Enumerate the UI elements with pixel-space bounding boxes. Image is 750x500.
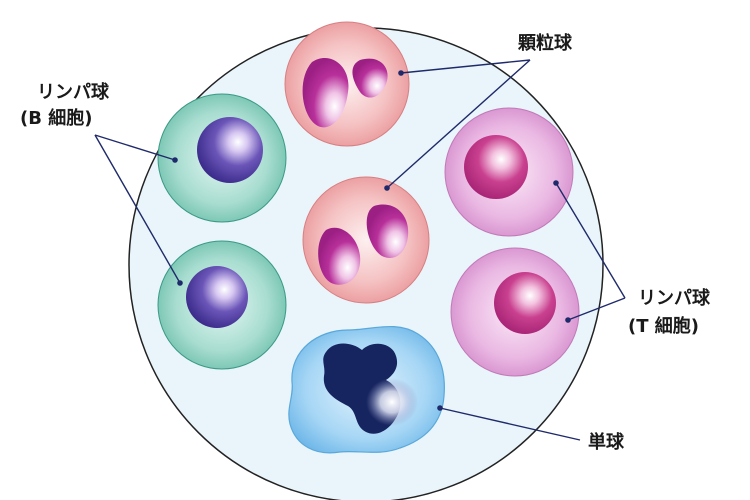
leader-lines: [94, 59, 626, 441]
label-monocyte: 単球: [588, 431, 625, 453]
b-cell-lymphocyte-top: [157, 93, 287, 223]
label-t-cell-line2: (T 細胞): [628, 315, 699, 337]
label-granulocyte: 顆粒球: [518, 32, 573, 54]
granulocyte-top: [284, 21, 410, 147]
leader-endpoints: [172, 70, 571, 411]
label-t-cell-line1: リンパ球: [638, 288, 711, 309]
b-cell-lymphocyte-bottom: [157, 240, 287, 370]
granulocyte-middle: [302, 176, 430, 304]
t-cell-lymphocyte-top: [444, 107, 574, 237]
label-b-cell-line1: リンパ球: [37, 82, 110, 103]
t-cell-lymphocyte-bottom: [450, 247, 580, 377]
label-b-cell-line2: (B 細胞): [20, 107, 92, 129]
monocyte: [288, 325, 445, 454]
